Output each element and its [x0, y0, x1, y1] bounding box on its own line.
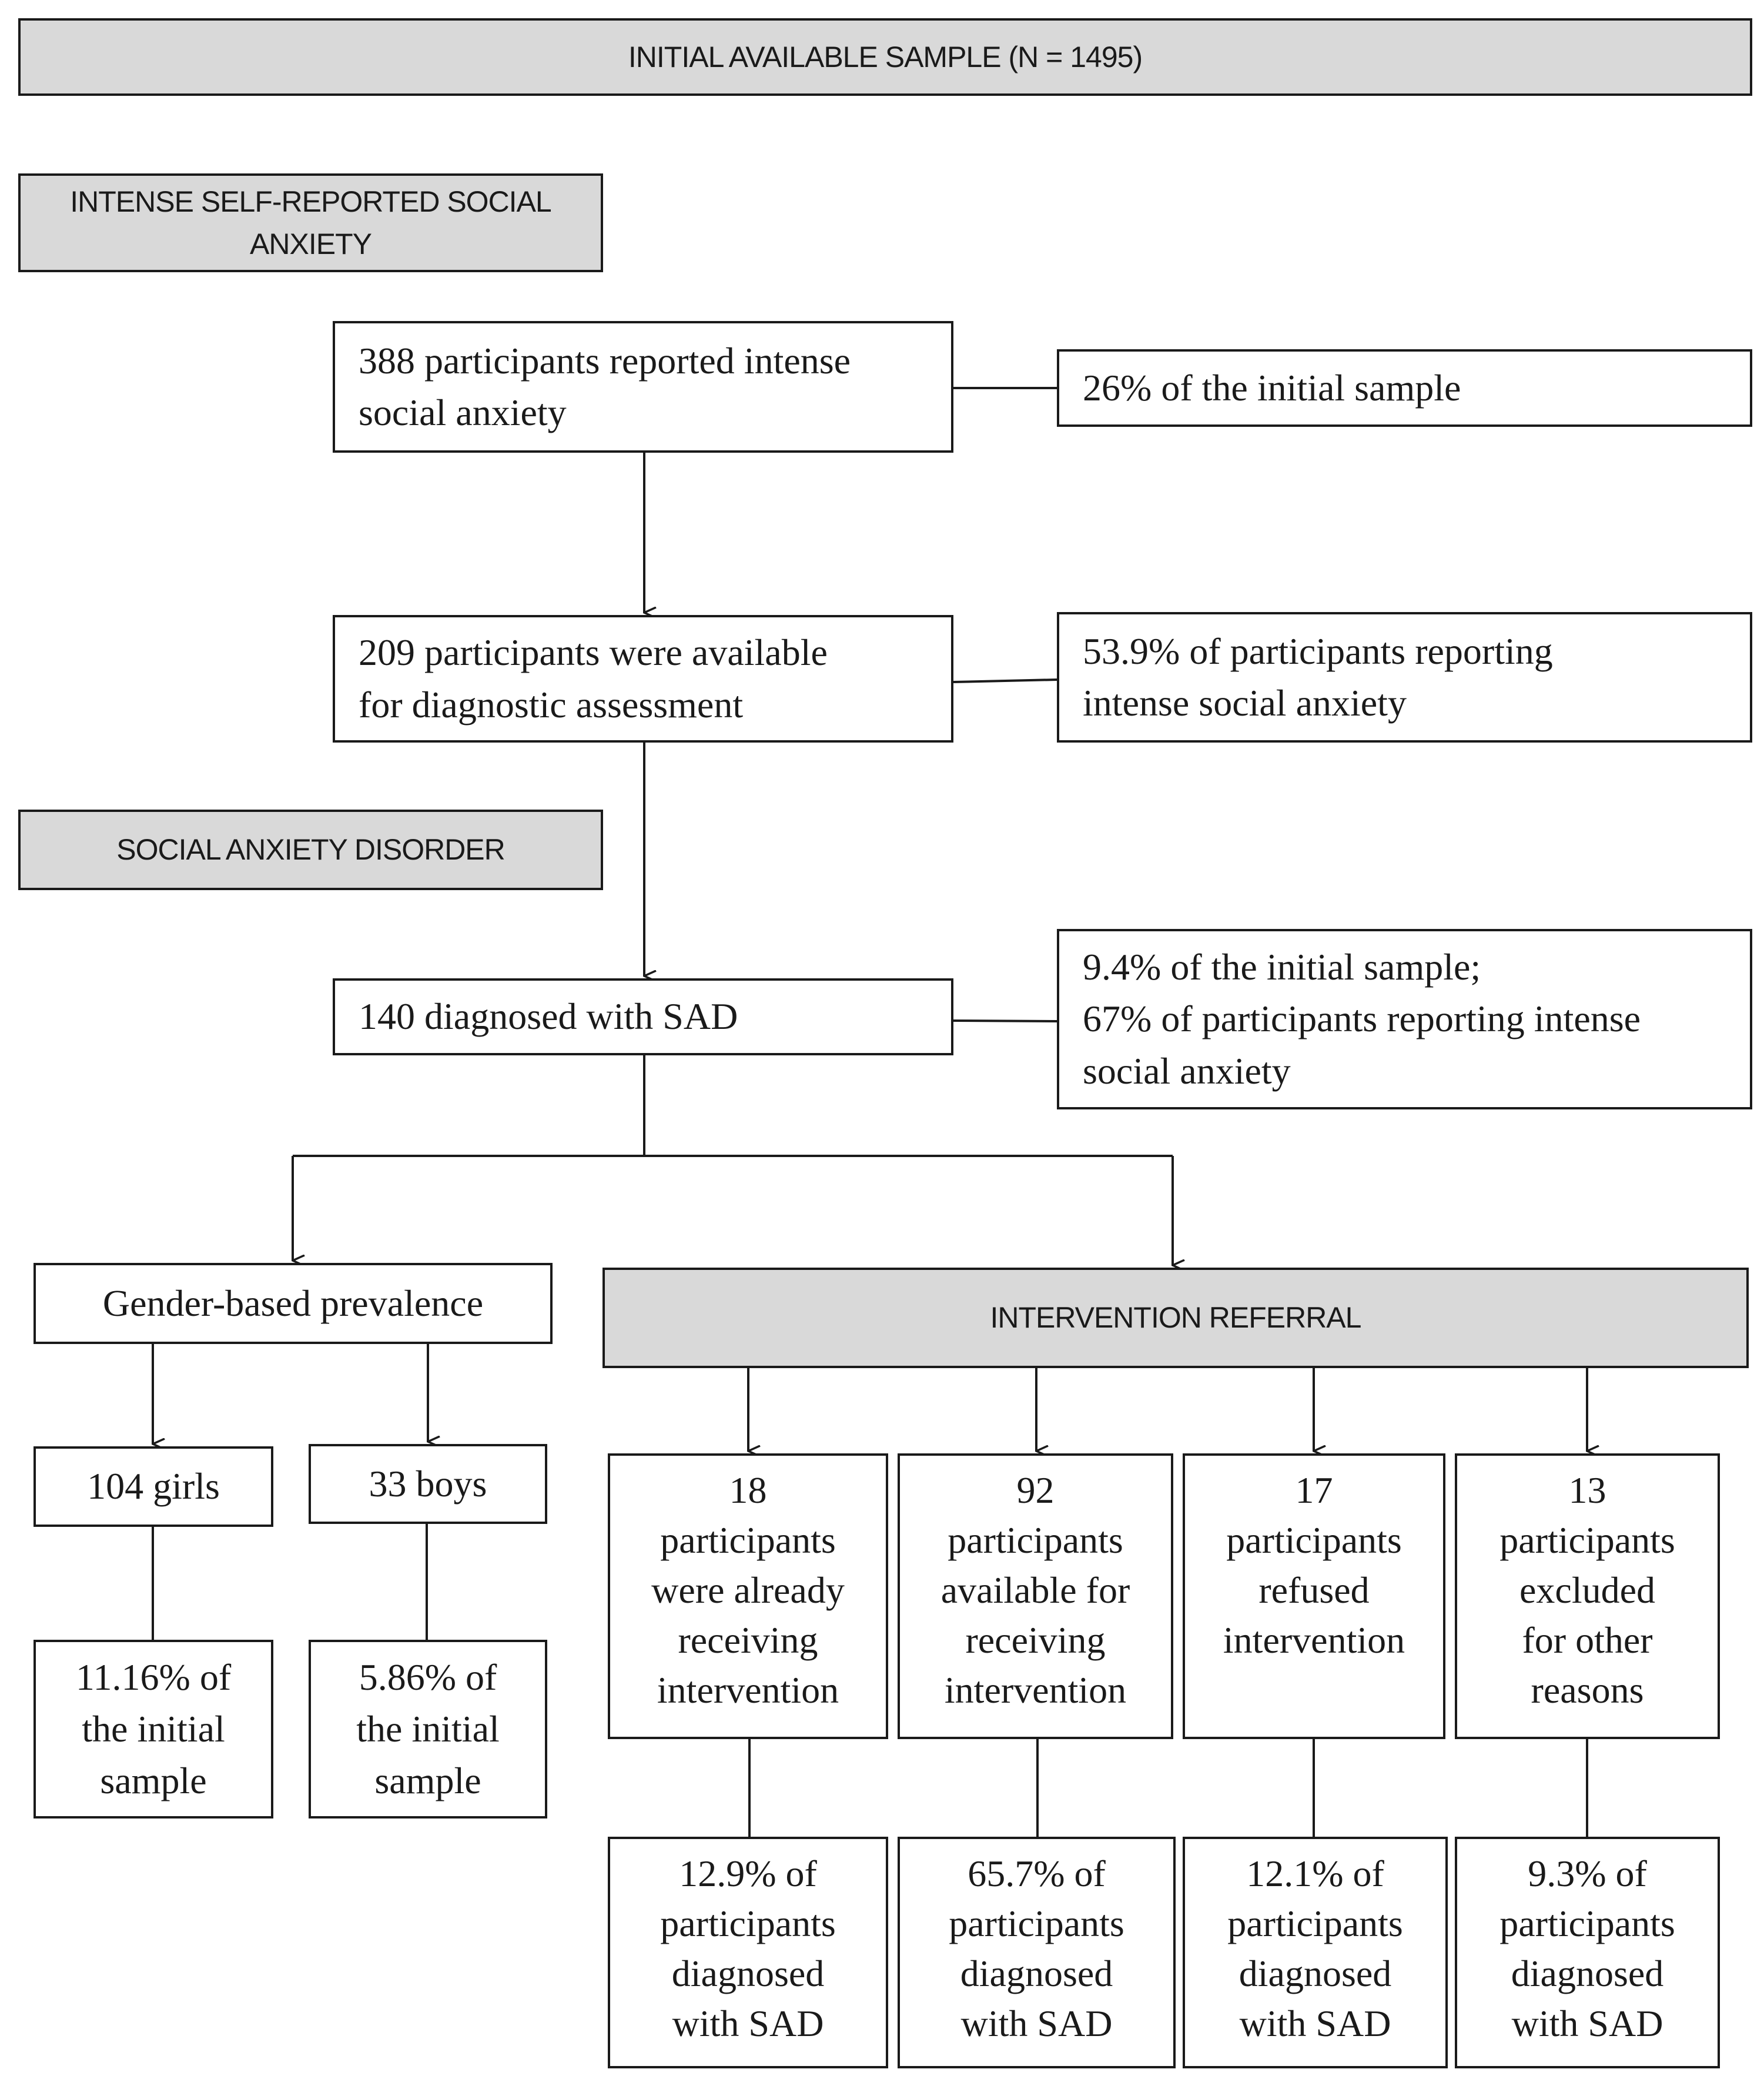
- referral-box-refused: 17 participants refused intervention: [1183, 1453, 1445, 1739]
- girls-pct-box: 11.16% of the initial sample: [34, 1640, 273, 1818]
- reported-box: 388 participants reported intense social…: [333, 321, 953, 453]
- referral-pct-box-refused: 12.1% of participants diagnosed with SAD: [1183, 1837, 1448, 2068]
- reported-pct-box: 26% of the initial sample: [1057, 349, 1752, 427]
- initial-sample-header: INITIAL AVAILABLE SAMPLE (N = 1495): [18, 18, 1752, 96]
- link-available-pct: [953, 678, 1057, 683]
- referral-box-excluded: 13 participants excluded for other reaso…: [1455, 1453, 1720, 1739]
- girls-box: 104 girls: [34, 1446, 273, 1527]
- referral-box-available: 92 participants available for receiving …: [898, 1453, 1173, 1739]
- available-pct-box: 53.9% of participants reporting intense …: [1057, 612, 1752, 743]
- diagnosed-box: 140 diagnosed with SAD: [333, 978, 953, 1055]
- referral-box-already-receiving: 18 participants were already receiving i…: [608, 1453, 888, 1739]
- referral-pct-box-available: 65.7% of participants diagnosed with SAD: [898, 1837, 1176, 2068]
- gender-prevalence-box: Gender-based prevalence: [34, 1263, 553, 1344]
- boys-pct-box: 5.86% of the initial sample: [309, 1640, 547, 1818]
- available-box: 209 participants were available for diag…: [333, 615, 953, 743]
- boys-box: 33 boys: [309, 1444, 547, 1524]
- self-reported-header: INTENSE SELF-REPORTED SOCIAL ANXIETY: [18, 173, 603, 272]
- sad-header: SOCIAL ANXIETY DISORDER: [18, 810, 603, 890]
- intervention-referral-header: INTERVENTION REFERRAL: [602, 1268, 1749, 1368]
- referral-pct-box-already-receiving: 12.9% of participants diagnosed with SAD: [608, 1837, 888, 2068]
- referral-pct-box-excluded: 9.3% of participants diagnosed with SAD: [1455, 1837, 1720, 2068]
- diagnosed-pct-box: 9.4% of the initial sample; 67% of parti…: [1057, 929, 1752, 1109]
